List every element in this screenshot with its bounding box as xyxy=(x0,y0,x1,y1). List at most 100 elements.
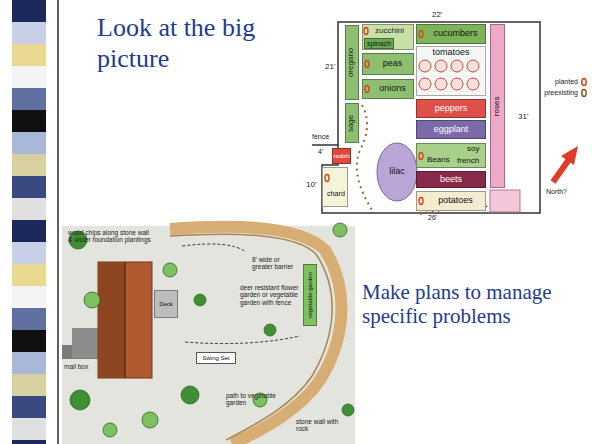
bed-label: soy xyxy=(467,145,479,154)
garden-bed: zucchini spinach xyxy=(362,24,414,50)
garden-bed: beets xyxy=(416,171,486,188)
stripe-block xyxy=(12,374,46,396)
bed-label: radish xyxy=(333,153,349,160)
stripe-block xyxy=(12,198,46,220)
planted-marker xyxy=(419,31,423,38)
stripe-block xyxy=(12,110,46,132)
legend-row: planted xyxy=(540,76,588,87)
plan-ground xyxy=(62,226,355,444)
tomato-plant xyxy=(419,78,431,90)
stripe-block xyxy=(12,242,46,264)
dashed-line xyxy=(185,336,300,344)
bed-label: peppers xyxy=(435,104,468,114)
legend-text: planted xyxy=(555,78,578,85)
plan-note: 8' wide or greater barrier xyxy=(252,256,300,271)
dimension-label: 22' xyxy=(432,10,442,19)
bed-label: zucchini xyxy=(375,27,404,36)
legend: planted preexisting xyxy=(540,76,588,98)
tree-symbol xyxy=(342,404,354,416)
deck-box: Deck xyxy=(154,290,178,318)
bed-label: peas xyxy=(383,59,403,69)
tomato-plant xyxy=(467,60,479,72)
tomato-plant xyxy=(419,60,431,72)
divider-line xyxy=(57,0,59,444)
tree-symbol xyxy=(103,423,117,437)
bed-label: french xyxy=(457,157,479,166)
stripe-block xyxy=(12,440,46,444)
dotted-path xyxy=(357,105,372,210)
house-roof xyxy=(98,262,152,378)
garden-bed: potatoes xyxy=(416,191,486,211)
garden-bed: peas xyxy=(362,53,414,75)
bed-label: Deck xyxy=(159,301,173,308)
slide-title: Look at the big picture xyxy=(97,12,297,74)
bed-label: Swing Set xyxy=(202,355,229,362)
ellipse-shape xyxy=(377,143,417,201)
tree-symbol xyxy=(163,263,177,277)
garden-bed: spinach xyxy=(364,38,394,49)
garden-bed: peppers xyxy=(416,99,486,118)
dimension-label: 21' xyxy=(325,62,335,71)
bed-label: vegetable garden xyxy=(307,272,314,318)
bed-label: oregano xyxy=(348,48,357,77)
shrub-ellipse: lilac xyxy=(376,142,418,202)
legend-text: preexisting xyxy=(544,89,578,96)
roof-shade xyxy=(98,262,125,378)
plot-outline xyxy=(322,22,540,213)
stripe-block xyxy=(12,88,46,110)
herb-bed: oregano xyxy=(345,25,359,100)
garden-bed: eggplant xyxy=(416,120,486,139)
tree-symbol xyxy=(264,324,276,336)
planted-marker xyxy=(365,86,369,93)
stone-wall xyxy=(170,234,332,440)
bed-label: sage xyxy=(348,114,357,131)
tomato-plant xyxy=(435,78,447,90)
planted-marker xyxy=(325,175,329,182)
bed-label: cucumbers xyxy=(433,29,477,39)
plan-note: path to vegetable garden xyxy=(226,392,278,407)
legend-marker xyxy=(582,89,586,96)
garden-bed: tomatoes xyxy=(416,46,486,96)
planted-marker xyxy=(364,28,368,35)
garden-bed: chard xyxy=(322,167,348,207)
dimension-label: 31' xyxy=(518,112,528,121)
dimension-label: 4' xyxy=(318,148,323,156)
stripe-block xyxy=(12,44,46,66)
planted-marker xyxy=(419,198,423,205)
roof-ridge xyxy=(124,262,126,378)
tree-symbol xyxy=(194,294,206,306)
bed-label: roses xyxy=(493,96,502,116)
herb-bed: sage xyxy=(345,103,359,143)
stripe-block xyxy=(12,0,46,22)
legend-swatch xyxy=(580,88,588,98)
stripe-block xyxy=(12,154,46,176)
trees xyxy=(69,223,354,437)
slide-text: Make plans to manage specific problems xyxy=(362,280,577,328)
plan-note: wood chips along stone wall & under foun… xyxy=(68,229,154,244)
dimension-label: 26' xyxy=(428,214,437,222)
stripe-block xyxy=(12,176,46,198)
stripe-block xyxy=(12,418,46,440)
fence-line xyxy=(312,144,338,146)
tree-symbol xyxy=(84,292,100,308)
tree-symbol xyxy=(70,390,90,410)
stripe-block xyxy=(12,132,46,154)
tree-symbol xyxy=(333,223,347,237)
bed-label: spinach xyxy=(367,40,391,48)
garden-bed: onions xyxy=(362,79,414,99)
stripe-block xyxy=(12,22,46,44)
bed-label: beets xyxy=(440,175,462,185)
garden-path xyxy=(170,227,341,444)
decor-stripe xyxy=(12,0,46,444)
stripe-block xyxy=(12,396,46,418)
legend-marker xyxy=(582,78,586,85)
north-arrow xyxy=(553,158,570,182)
bed-label: onions xyxy=(379,84,406,94)
swing-set: Swing Set xyxy=(196,352,236,364)
dimension-label: 10' xyxy=(306,180,316,189)
stripe-block xyxy=(12,264,46,286)
vegetable-garden: vegetable garden xyxy=(303,264,317,326)
tomato-plant xyxy=(467,78,479,90)
tree-symbol xyxy=(181,386,199,404)
legend-swatch xyxy=(580,77,588,87)
